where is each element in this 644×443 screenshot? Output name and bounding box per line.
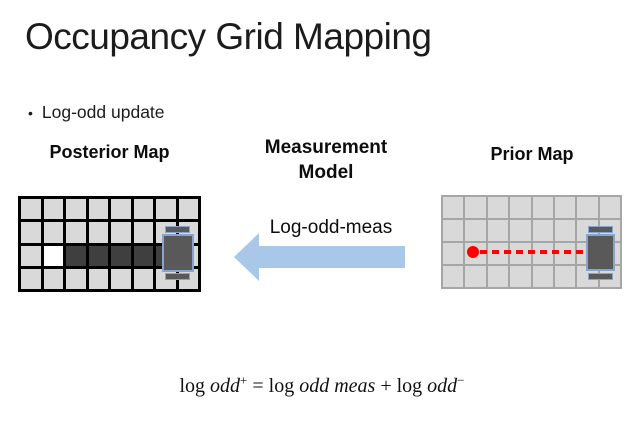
grid-cell bbox=[66, 268, 86, 289]
bullet-item: • Log-odd update bbox=[28, 102, 165, 123]
grid-cell bbox=[66, 245, 86, 266]
grid-cell bbox=[88, 245, 108, 266]
grid-cell bbox=[510, 220, 531, 241]
grid-cell bbox=[21, 268, 41, 289]
grid-cell bbox=[111, 199, 131, 220]
robot-wheel-icon bbox=[165, 226, 190, 233]
formula: log odd+ = log odd meas + log odd− bbox=[179, 372, 465, 397]
grid-cell bbox=[88, 199, 108, 220]
grid-cell bbox=[577, 266, 598, 287]
grid-cell bbox=[443, 266, 464, 287]
grid-cell bbox=[487, 220, 509, 241]
posterior-map-label: Posterior Map bbox=[49, 142, 170, 162]
grid-cell bbox=[43, 268, 63, 289]
grid-cell bbox=[443, 197, 464, 218]
bullet-text: Log-odd update bbox=[41, 102, 165, 122]
grid-cell bbox=[599, 197, 620, 218]
grid-cell bbox=[133, 222, 153, 243]
grid-cell bbox=[577, 197, 598, 218]
grid-cell bbox=[66, 199, 86, 220]
grid-cell bbox=[133, 268, 153, 289]
arrow-head bbox=[234, 233, 259, 281]
laser-beam-dashed-line bbox=[480, 250, 586, 254]
prior-map-label: Prior Map bbox=[490, 144, 574, 164]
grid-cell bbox=[443, 243, 464, 264]
bullet-marker: • bbox=[28, 105, 33, 121]
grid-cell bbox=[554, 220, 576, 241]
grid-cell bbox=[178, 199, 198, 220]
measurement-model-label: Measurement Model bbox=[264, 137, 388, 183]
grid-cell bbox=[43, 222, 63, 243]
grid-cell bbox=[443, 220, 464, 241]
grid-cell bbox=[510, 197, 531, 218]
grid-cell bbox=[465, 197, 486, 218]
arrow-shaft bbox=[259, 246, 405, 268]
grid-cell bbox=[487, 197, 509, 218]
grid-cell bbox=[156, 199, 176, 220]
grid-cell bbox=[43, 199, 63, 220]
grid-cell bbox=[532, 266, 553, 287]
grid-cell bbox=[21, 222, 41, 243]
grid-cell bbox=[510, 266, 531, 287]
page-title: Occupancy Grid Mapping bbox=[25, 16, 432, 57]
grid-cell bbox=[133, 245, 153, 266]
robot-wheel-icon bbox=[588, 273, 613, 280]
grid-cell bbox=[21, 245, 41, 266]
arrow-label: Log-odd-meas bbox=[269, 217, 393, 238]
grid-cell bbox=[111, 222, 131, 243]
grid-cell bbox=[532, 220, 553, 241]
grid-cell bbox=[133, 199, 153, 220]
grid-cell bbox=[487, 266, 509, 287]
grid-cell bbox=[88, 222, 108, 243]
robot-wheel-icon bbox=[588, 226, 613, 233]
grid-cell bbox=[111, 268, 131, 289]
grid-cell bbox=[66, 222, 86, 243]
grid-cell bbox=[532, 197, 553, 218]
laser-hit-dot bbox=[467, 246, 479, 258]
left-arrow-icon bbox=[234, 233, 405, 281]
grid-cell bbox=[465, 266, 486, 287]
robot-wheel-icon bbox=[165, 273, 190, 280]
grid-cell bbox=[88, 268, 108, 289]
grid-cell bbox=[111, 245, 131, 266]
grid-cell bbox=[43, 245, 63, 266]
grid-cell bbox=[465, 220, 486, 241]
grid-cell bbox=[554, 266, 576, 287]
robot-body-icon bbox=[586, 234, 615, 271]
grid-cell bbox=[554, 197, 576, 218]
robot-body-icon bbox=[162, 234, 194, 272]
grid-cell bbox=[21, 199, 41, 220]
